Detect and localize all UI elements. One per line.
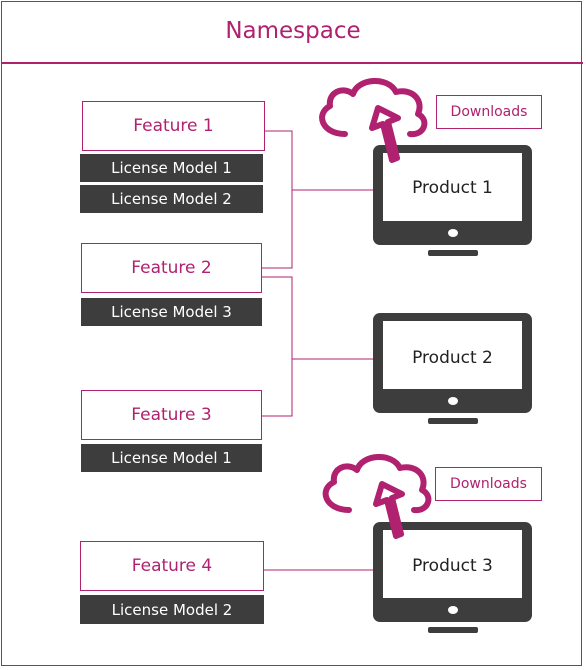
feature-2-box: Feature 2	[81, 243, 262, 293]
feature-1-box: Feature 1	[82, 101, 265, 151]
namespace-title: Namespace	[225, 18, 361, 44]
license-model-tag: License Model 1	[80, 154, 263, 182]
feature-4-box: Feature 4	[80, 541, 264, 591]
monitor-icon	[373, 145, 532, 256]
product-3-label: Product 3	[412, 556, 493, 576]
license-model-tag: License Model 3	[81, 298, 262, 326]
product-2-label: Product 2	[412, 348, 493, 368]
product-1-label: Product 1	[412, 178, 493, 198]
downloads-link[interactable]: Downloads	[436, 95, 542, 129]
header-divider	[1, 62, 583, 64]
license-model-tag: License Model 2	[80, 595, 264, 624]
connector-f2-p2	[262, 276, 293, 417]
connector-f1-p1	[262, 130, 293, 269]
cloud-upload-icon	[319, 77, 428, 163]
monitor-icon	[373, 522, 532, 633]
connectors	[262, 130, 373, 571]
downloads-link[interactable]: Downloads	[435, 467, 542, 501]
feature-3-box: Feature 3	[81, 390, 262, 440]
monitor-icon	[373, 313, 532, 424]
license-model-tag: License Model 2	[80, 185, 263, 213]
license-model-tag: License Model 1	[81, 444, 262, 472]
cloud-upload-icon	[322, 453, 432, 539]
